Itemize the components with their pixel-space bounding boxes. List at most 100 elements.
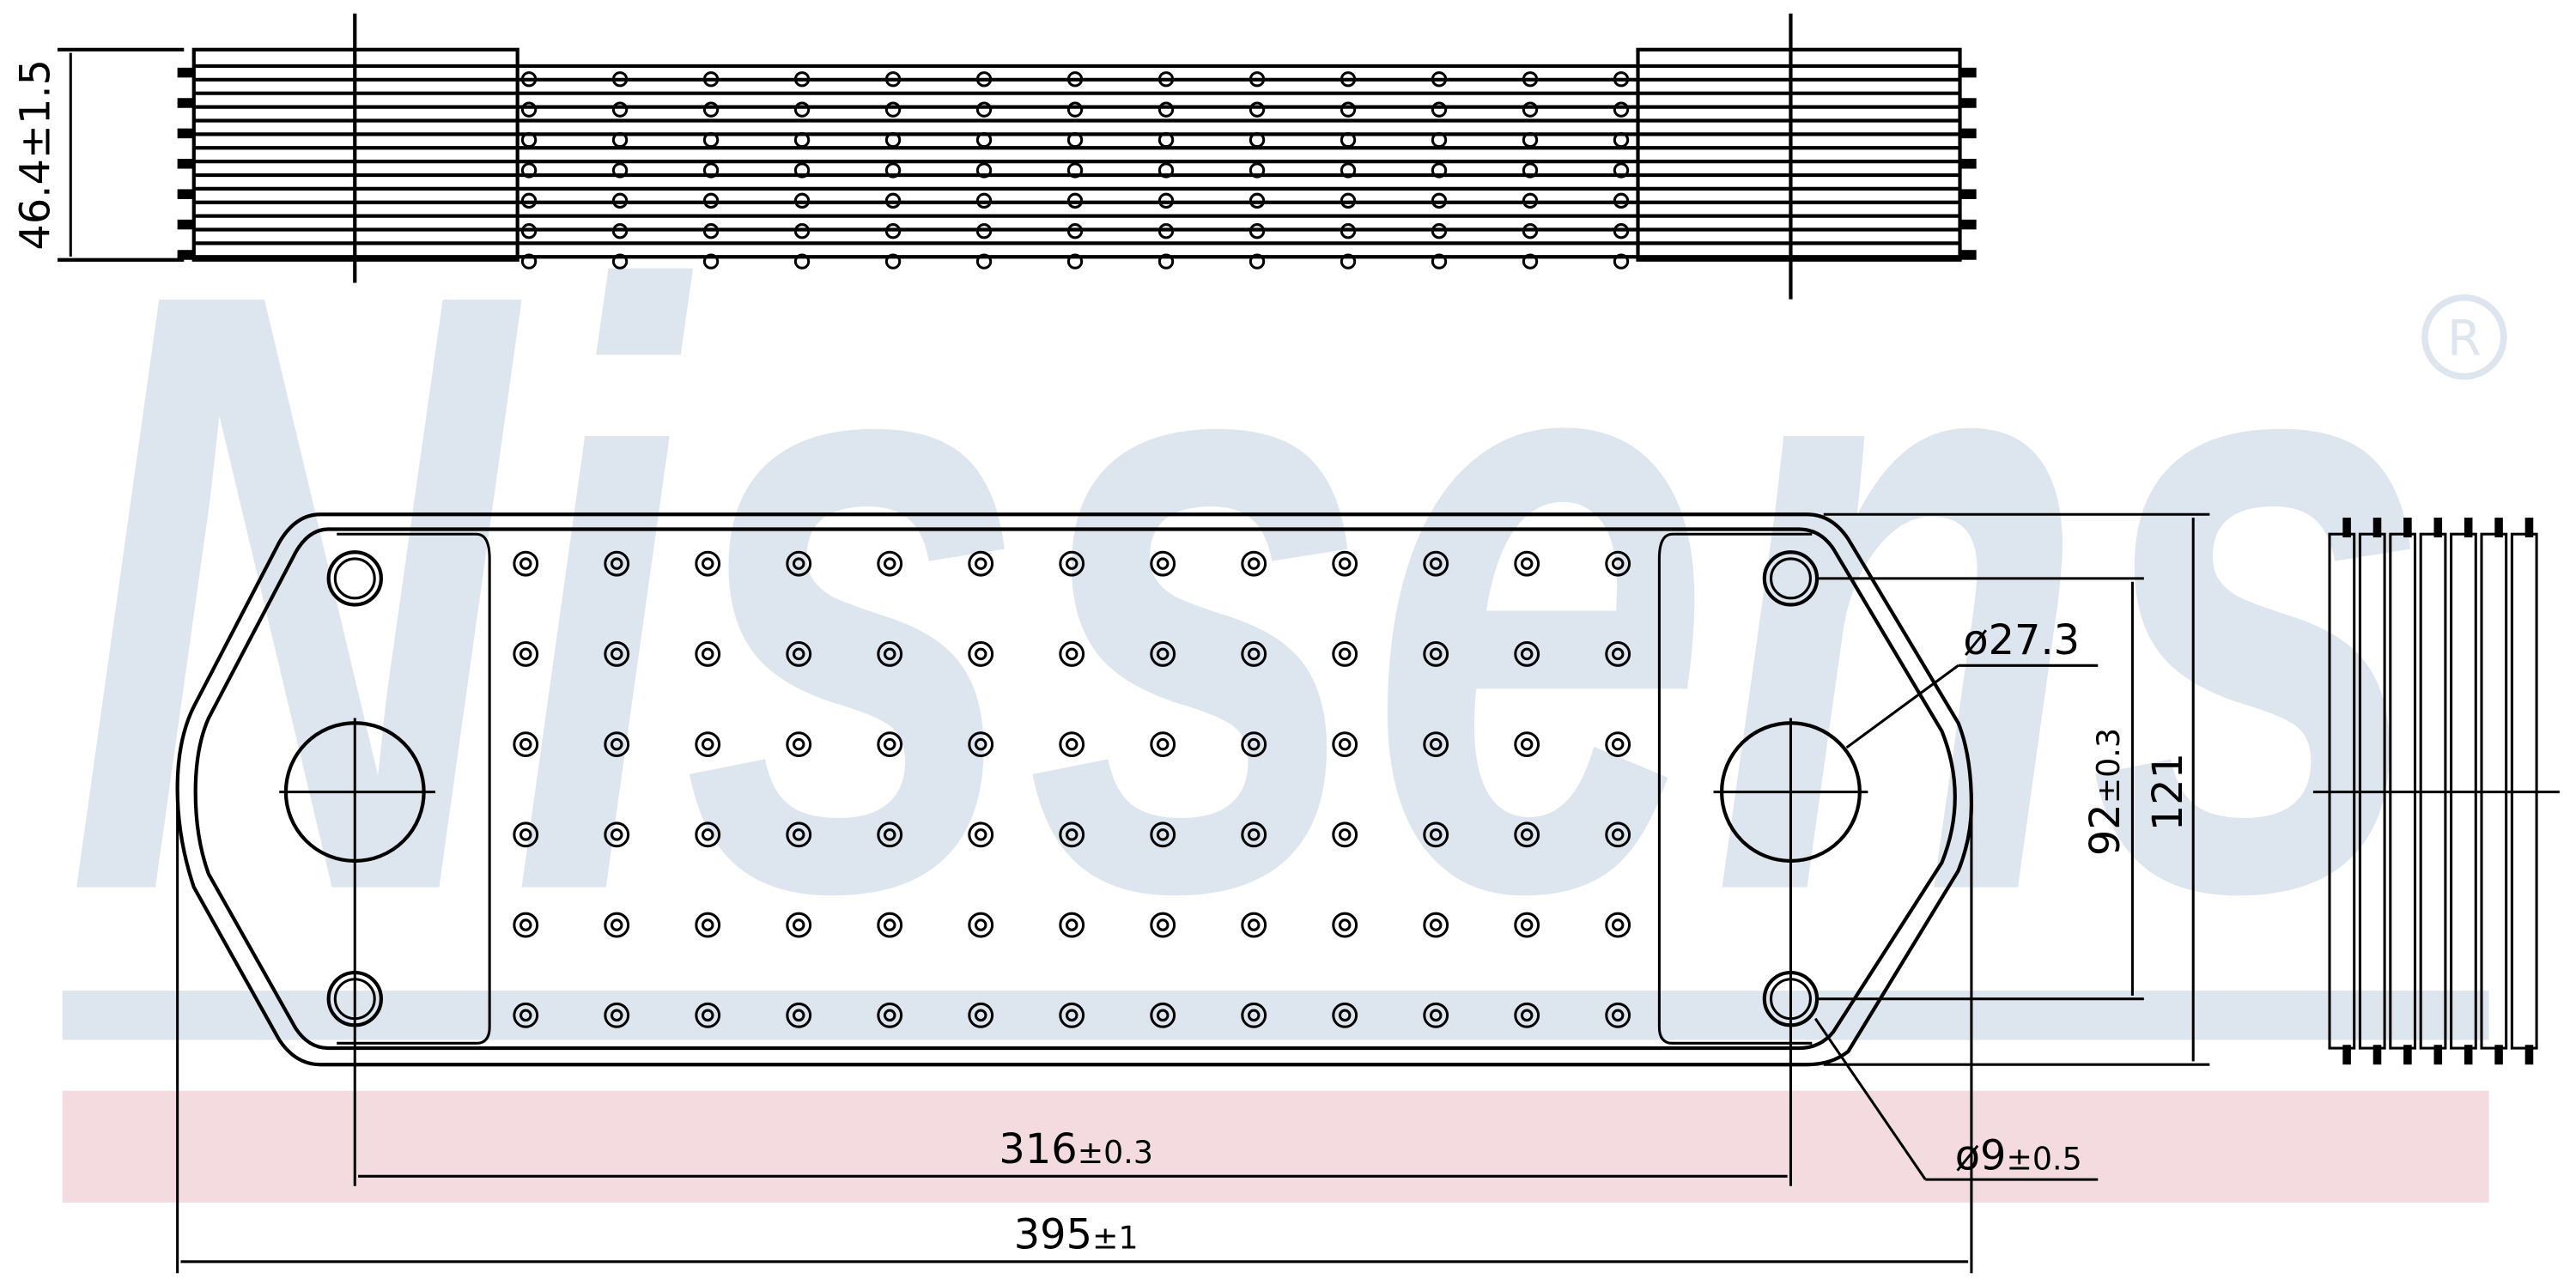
dimple-profile xyxy=(702,131,720,149)
watermark-logo: Nissens xyxy=(66,114,2432,1069)
dimple xyxy=(513,912,539,938)
layer-tab xyxy=(1959,128,1977,139)
dimple-center xyxy=(1520,918,1534,931)
svg-text:121: 121 xyxy=(2145,753,2192,831)
dimple xyxy=(968,731,994,758)
dimple-center xyxy=(610,557,623,570)
dimple xyxy=(1514,640,1540,667)
dimple-center xyxy=(701,647,714,661)
dimple-profile xyxy=(1340,131,1357,149)
svg-text:ø27.3: ø27.3 xyxy=(1963,617,2080,664)
dimple-profile xyxy=(975,253,993,270)
layer-tab xyxy=(177,219,194,230)
dimple-center xyxy=(1247,918,1261,931)
dimple-profile xyxy=(884,162,902,179)
dimple-profile xyxy=(1066,192,1084,209)
layer-tab xyxy=(1959,250,1977,260)
dimple xyxy=(968,640,994,667)
dimple-center xyxy=(1338,737,1352,751)
dimple-center xyxy=(1156,557,1170,570)
dimple-center xyxy=(974,557,987,570)
dimple-center xyxy=(1611,647,1625,661)
side-layer xyxy=(2510,532,2538,1050)
bolt-hole-inner xyxy=(333,557,376,600)
side-layer xyxy=(2358,532,2386,1050)
dimple-center xyxy=(519,828,532,841)
dimple-center xyxy=(1429,647,1443,661)
dimple-profile xyxy=(702,71,720,88)
dimple-center xyxy=(792,828,805,841)
side-tab xyxy=(2464,1045,2473,1065)
dimple-profile xyxy=(975,162,993,179)
dim-92: 92±0.3 xyxy=(1815,577,2144,1001)
layer-tab xyxy=(1959,159,1977,169)
dimple-profile xyxy=(1431,131,1448,149)
dimple xyxy=(1059,1002,1085,1028)
dimple-profile xyxy=(1340,71,1357,88)
dimple xyxy=(1150,640,1176,667)
dimple-center xyxy=(1338,918,1352,931)
side-tab xyxy=(2342,518,2351,538)
dimple-profile xyxy=(1431,101,1448,118)
dimple-center xyxy=(701,828,714,841)
dimple-center xyxy=(610,1009,623,1022)
dimple-profile xyxy=(1157,162,1175,179)
dimple-profile xyxy=(1066,101,1084,118)
dimple-profile xyxy=(1522,162,1539,179)
dimple-profile xyxy=(1340,101,1357,118)
dimple-center xyxy=(1247,737,1261,751)
dimple-profile xyxy=(1249,192,1266,209)
dimple xyxy=(695,821,721,848)
dimple-center xyxy=(1065,1009,1078,1022)
dimple-center xyxy=(610,647,623,661)
dimple-profile xyxy=(1249,223,1266,239)
dimple-profile xyxy=(520,131,538,149)
dimple-profile xyxy=(611,253,629,270)
dimple-profile xyxy=(702,101,720,118)
dimple xyxy=(1423,912,1449,938)
dimple xyxy=(1241,550,1267,577)
layer-tab xyxy=(1959,98,1977,108)
dimple-center xyxy=(1156,647,1170,661)
dim-bolt-hole: ø9±0.5 xyxy=(1814,1017,2099,1181)
dimple-center xyxy=(701,737,714,751)
dimple-profile xyxy=(1249,253,1266,270)
dimple xyxy=(1150,550,1176,577)
dimple-center xyxy=(883,647,896,661)
dimple-profile xyxy=(1340,192,1357,209)
dimple xyxy=(877,731,903,758)
dimple-profile xyxy=(702,253,720,270)
dimple-center xyxy=(1429,737,1443,751)
dimple-center xyxy=(701,1009,714,1022)
watermark: Nissens R xyxy=(62,114,2507,1203)
dimple-center xyxy=(519,918,532,931)
dimple xyxy=(1150,821,1176,848)
dimple-profile xyxy=(884,71,902,88)
dimple-profile xyxy=(520,192,538,209)
dimple-profile xyxy=(884,223,902,239)
dimple xyxy=(1605,731,1631,758)
dimple-profile xyxy=(1431,162,1448,179)
dimple-profile xyxy=(1157,223,1175,239)
dimple-center xyxy=(792,737,805,751)
dimple-profile xyxy=(1522,101,1539,118)
dimple-profile xyxy=(1522,192,1539,209)
dimple-center xyxy=(1520,647,1534,661)
dimple-center xyxy=(519,647,532,661)
dimple-profile xyxy=(793,131,811,149)
dimple xyxy=(1605,550,1631,577)
dimple-profile xyxy=(793,223,811,239)
dimple-center xyxy=(1156,737,1170,751)
dimple-profile xyxy=(975,101,993,118)
dimple-center xyxy=(883,1009,896,1022)
dimple-center xyxy=(974,918,987,931)
dimple-profile xyxy=(520,101,538,118)
dimple xyxy=(1150,1002,1176,1028)
dimple-center xyxy=(1611,737,1625,751)
dimple xyxy=(1332,731,1358,758)
side-layer xyxy=(2450,532,2477,1050)
dimple-center xyxy=(1247,828,1261,841)
dimple xyxy=(604,912,630,938)
dimple xyxy=(1605,821,1631,848)
